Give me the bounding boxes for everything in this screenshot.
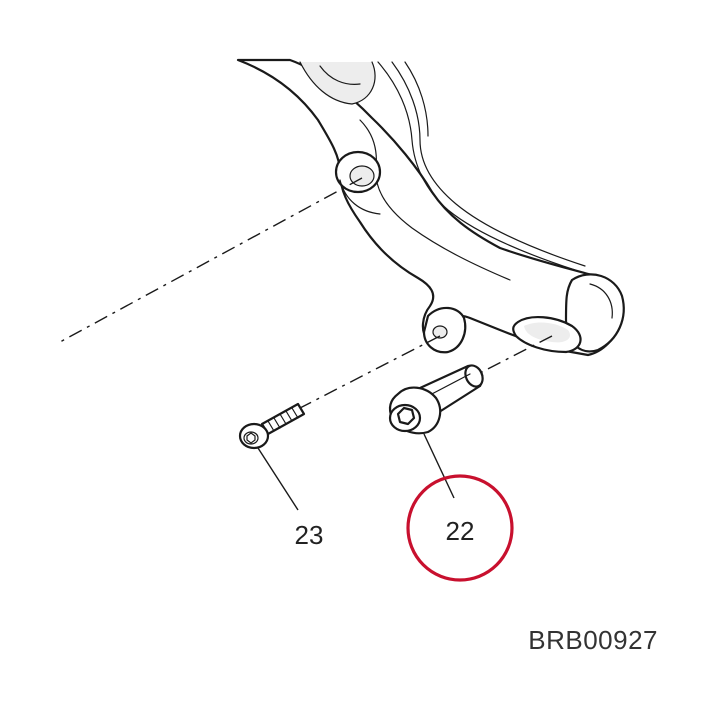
reference-code: BRB00927: [528, 625, 658, 655]
assembly-axes: [59, 177, 553, 409]
callout-22-label: 22: [446, 516, 475, 546]
callout-23-label: 23: [295, 520, 324, 550]
highlight-circle: [406, 474, 514, 582]
screw-23: [238, 402, 306, 450]
bracket-arm: [236, 58, 625, 357]
bolt-22: [388, 364, 484, 435]
bolt-icon: [388, 364, 484, 435]
screw-icon: [238, 402, 306, 450]
leader-lines: [257, 433, 455, 511]
